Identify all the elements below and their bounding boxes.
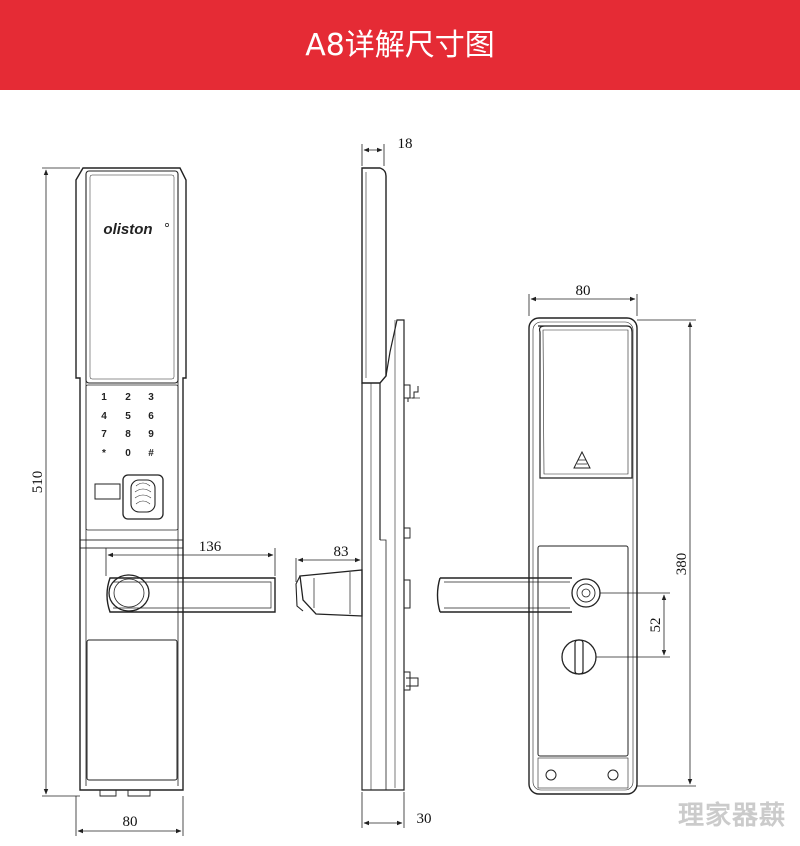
keypad-key: 8 [125,429,131,440]
dim-side-handle-projection: 83 [334,544,349,560]
dim-back-cylinder-spacing: 52 [648,618,664,633]
back-view [436,317,638,795]
keypad-keys: 1 2 3 4 5 6 7 8 9 * 0 # [101,392,154,459]
keypad-key: 2 [125,392,131,403]
keypad-key: 4 [101,411,107,422]
back-lever-handle [436,577,601,613]
dim-front-width: 80 [123,814,138,830]
screw-hole-right [607,769,619,781]
watermark: 理家器蕻 [677,801,786,831]
dim-front-height: 510 [30,471,46,494]
keypad-key: 7 [101,429,107,440]
keypad-key: 5 [125,411,131,422]
thumb-turn [561,639,597,675]
fingerprint-reader [122,474,164,520]
keypad-key: 1 [101,392,107,403]
front-body-outline [75,167,187,791]
keypad-key: * [102,448,106,459]
side-view [295,167,420,791]
keypad-area [85,384,179,531]
screw-hole-left [545,769,557,781]
card-slot [94,483,121,500]
dim-back-width: 80 [576,283,591,299]
page-title: A8详解尺寸图 [305,28,495,63]
side-lever-handle [295,569,363,617]
header-banner [0,0,800,90]
triangle-icon [573,450,591,469]
dim-handle-length: 136 [199,539,222,555]
dimension-annotations: 510 80 136 18 83 30 80 38 [30,136,696,836]
keypad-key: 6 [148,411,154,422]
keypad-key: 3 [148,392,154,403]
battery-cover [538,325,633,479]
dim-back-height: 380 [674,553,690,576]
dim-side-top-depth: 18 [398,136,413,152]
brand-logo: oliston [103,221,152,238]
keypad-key: 0 [125,448,131,459]
front-lever-handle [106,574,276,613]
front-lower-panel [86,639,178,781]
keypad-key: # [148,448,154,459]
front-top-panel [85,170,179,384]
front-view: oliston [75,167,276,797]
back-body-outline [528,317,638,795]
keypad-key: 9 [148,429,154,440]
dim-side-bottom-depth: 30 [417,811,432,827]
side-front-panel [361,167,387,384]
